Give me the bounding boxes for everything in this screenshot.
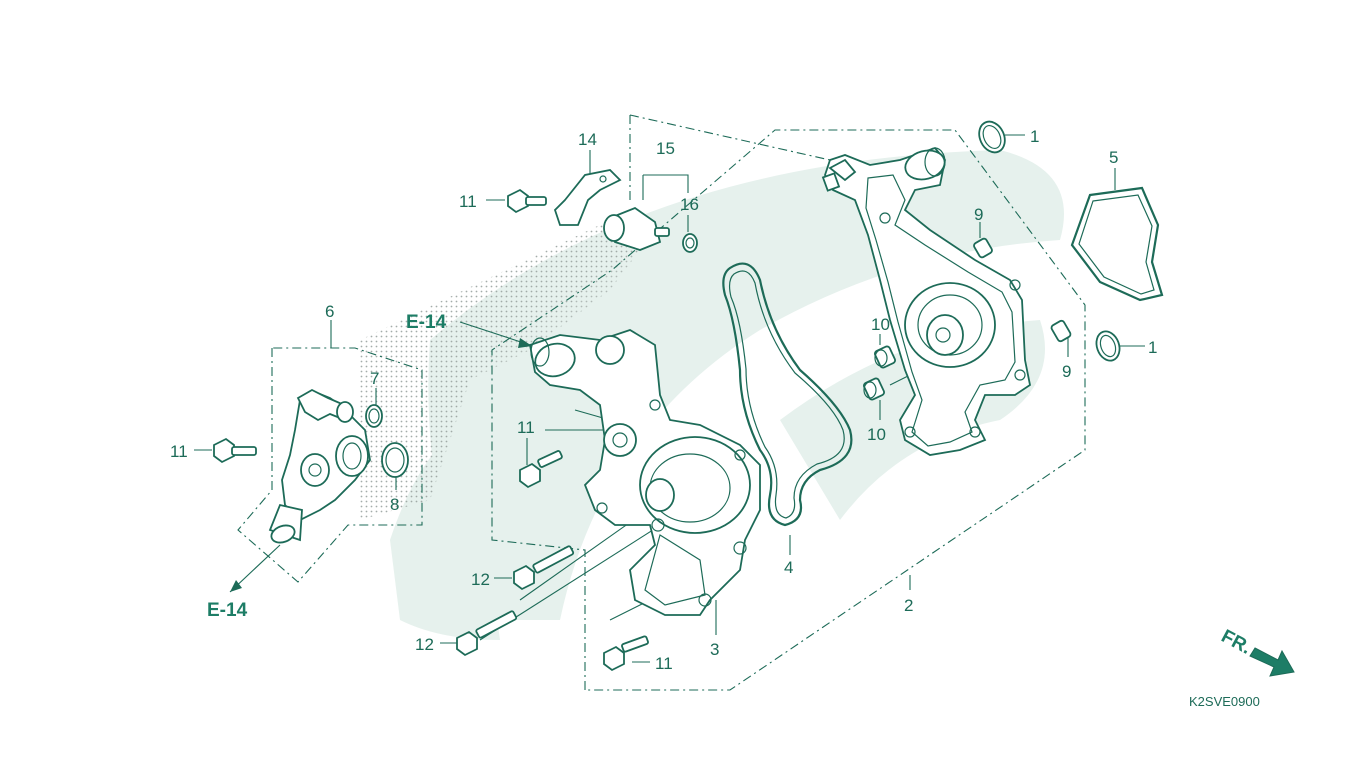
water-pump-body-2: [821, 146, 1032, 456]
shading-bands: [360, 220, 640, 520]
washer-16: [682, 233, 698, 253]
gasket-5: [1070, 186, 1164, 302]
callout-labels: 1 1 2 3 4 5 6 7 8 9 9 10 10 11 11 11 11 …: [170, 127, 1157, 673]
callout-16: 16: [680, 195, 699, 214]
o-ring-7: [365, 404, 383, 428]
diagram-code: K2SVE0900: [1189, 694, 1260, 709]
thermostat-housing-6: [268, 388, 371, 544]
callout-11-left: 11: [170, 442, 188, 461]
assembly-outline-6: [237, 347, 423, 583]
callout-15: 15: [656, 139, 675, 158]
callout-14: 14: [578, 130, 597, 149]
o-ring-1-lower: [1095, 330, 1121, 362]
callout-8: 8: [390, 495, 399, 514]
callout-7: 7: [370, 369, 379, 388]
assembly-outline-15: [629, 114, 831, 200]
callout-3: 3: [710, 640, 719, 659]
o-ring-1-upper: [978, 120, 1006, 154]
dowel-pin-9-upper: [973, 237, 993, 259]
callout-10-lower: 10: [867, 425, 886, 444]
reference-labels: E-14 E-14: [207, 312, 532, 621]
arrow-head-icon: [230, 580, 242, 592]
front-direction-marker: FR.: [1218, 626, 1295, 677]
reference-e14-lower: E-14: [207, 600, 248, 621]
callout-6: 6: [325, 302, 334, 321]
collar-10-upper: [874, 345, 896, 369]
gasket-4: [722, 262, 853, 527]
bolt-11-left: [213, 437, 257, 464]
bolt-12-upper: [513, 545, 575, 591]
collar-10-lower: [863, 377, 885, 401]
bolt-11-upper: [507, 188, 547, 214]
callout-9-upper: 9: [974, 205, 983, 224]
callout-11-upper: 11: [459, 192, 477, 211]
assembly-outline-2: [491, 129, 1086, 691]
bolt-12-lower: [456, 610, 518, 657]
bracket-14: [553, 169, 622, 226]
reference-e14-upper: E-14: [406, 312, 447, 333]
o-ring-8: [381, 442, 409, 478]
bolt-11-center: [519, 450, 563, 489]
callout-11-center: 11: [517, 418, 535, 437]
dowel-pin-9-lower: [1050, 319, 1072, 343]
bolt-11-lower: [603, 635, 649, 672]
callout-10-upper: 10: [871, 315, 890, 334]
callout-5: 5: [1109, 148, 1118, 167]
callout-12-lower: 12: [415, 635, 434, 654]
callout-1-lower: 1: [1148, 338, 1157, 357]
callout-12-upper: 12: [471, 570, 490, 589]
water-pump-cover-3: [528, 329, 761, 616]
front-arrow-icon: [1249, 647, 1295, 677]
callout-9-lower: 9: [1062, 362, 1071, 381]
front-label: FR.: [1218, 626, 1255, 659]
callout-1-upper: 1: [1030, 127, 1039, 146]
sensor-15: [603, 206, 670, 251]
callout-2: 2: [904, 596, 913, 615]
arrow-head-icon: [518, 338, 532, 348]
callout-11-lower: 11: [655, 654, 673, 673]
callout-4: 4: [784, 558, 793, 577]
